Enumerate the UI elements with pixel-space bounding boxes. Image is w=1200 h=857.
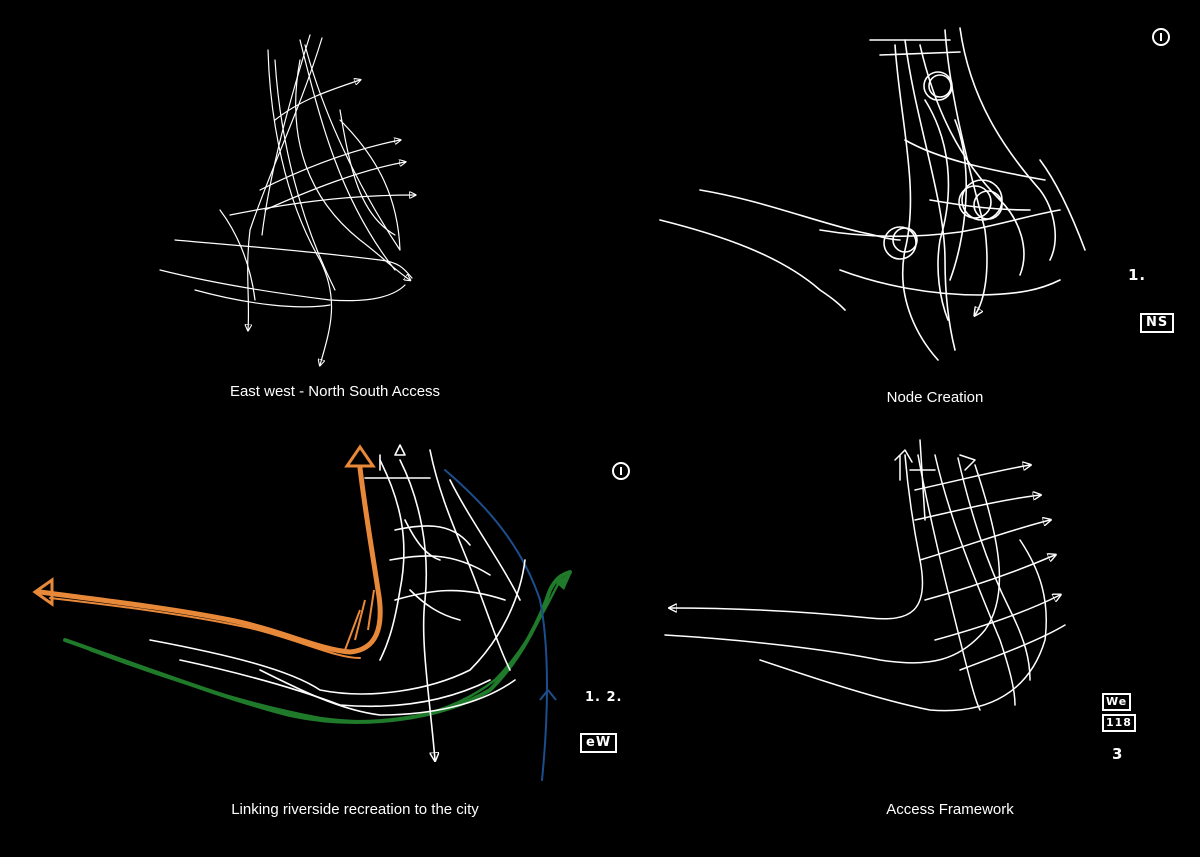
caption-node-creation: Node Creation: [886, 389, 984, 406]
panel-2-tag: NS: [1140, 313, 1175, 333]
orientation-mark-1: [1152, 28, 1170, 46]
panel-2-numeral: 1.: [1128, 266, 1147, 284]
panel-4-numeral: 3: [1112, 745, 1124, 763]
caption-east-west-north-south: East west - North South Access: [229, 383, 441, 400]
riverside-link-sketch: [32, 444, 572, 781]
node-creation-sketch: [659, 27, 1086, 361]
access-framework-sketch: [664, 439, 1066, 712]
panel-3-numeral: 1. 2.: [585, 690, 623, 705]
ew-ns-access-sketch: [159, 34, 415, 365]
caption-linking-riverside: Linking riverside recreation to the city: [231, 801, 479, 818]
caption-access-framework: Access Framework: [886, 801, 1014, 818]
panel-4-tag-bottom: 118: [1102, 714, 1136, 732]
panel-3-tag: eW: [580, 733, 618, 753]
orientation-mark-2: [612, 462, 630, 480]
panel-4-tag-top: We: [1102, 693, 1132, 711]
